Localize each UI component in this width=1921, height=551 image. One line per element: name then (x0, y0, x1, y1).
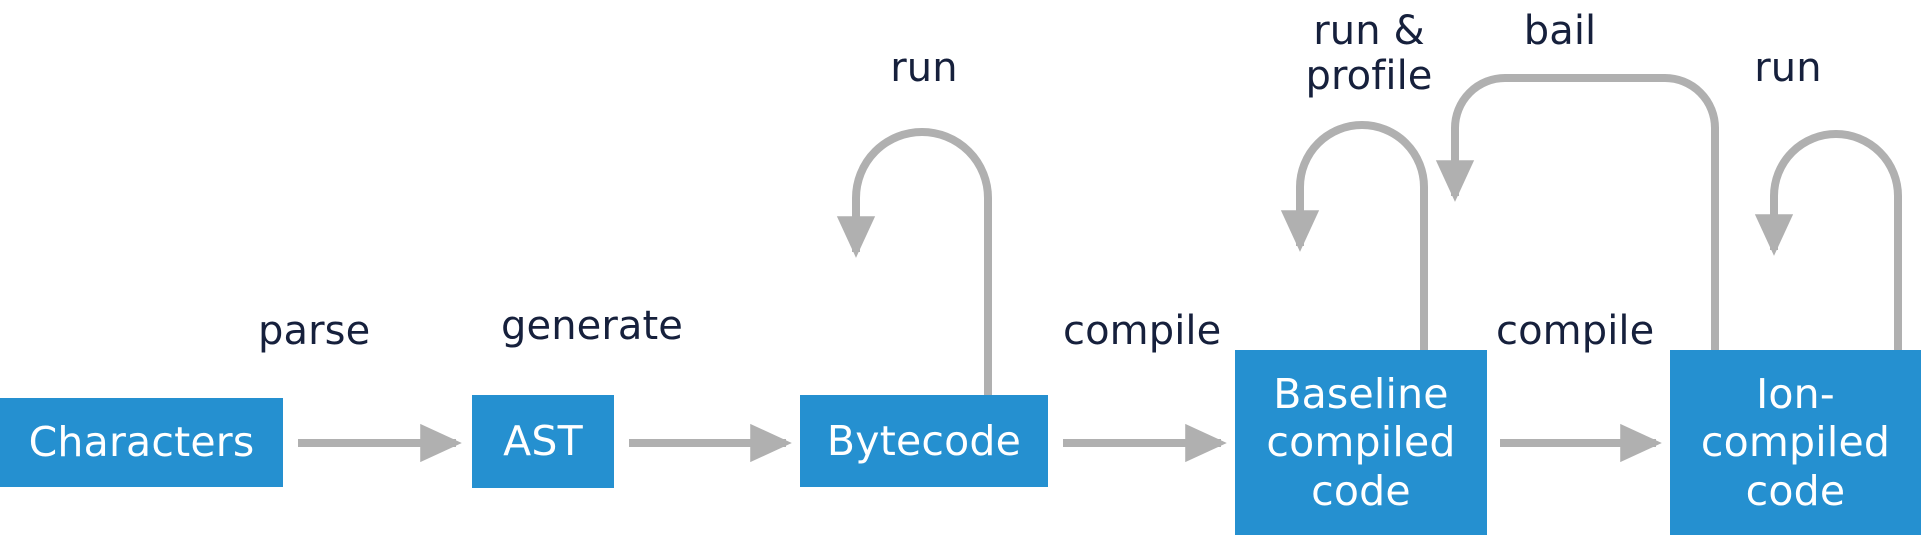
node-ion-compiled-code[interactable]: Ion- compiled code (1670, 350, 1921, 535)
edge-run-profile-arrow (1280, 121, 1428, 351)
edge-bail-arrow (1435, 74, 1719, 351)
node-baseline-compiled-code[interactable]: Baseline compiled code (1235, 350, 1487, 535)
edge-label-run-ion: run (1754, 45, 1822, 91)
edge-label-compile-ion: compile (1496, 308, 1655, 354)
node-bytecode-label: Bytecode (826, 416, 1022, 465)
node-ast-label: AST (503, 417, 583, 466)
node-ast[interactable]: AST (472, 395, 614, 488)
edge-label-generate: generate (501, 303, 684, 349)
edge-run-ion-arrow (1754, 130, 1902, 351)
edge-label-parse: parse (258, 308, 371, 354)
edge-label-run-and-profile: run & profile (1305, 8, 1433, 100)
node-baseline-label: Baseline compiled code (1266, 369, 1456, 515)
edge-label-run-bytecode: run (890, 45, 958, 91)
node-characters-label: Characters (28, 418, 255, 467)
node-bytecode[interactable]: Bytecode (800, 395, 1048, 487)
edge-label-bail: bail (1523, 8, 1597, 54)
edge-run-bytecode-arrow (836, 128, 992, 396)
edge-label-compile-baseline: compile (1063, 308, 1222, 354)
node-ion-label: Ion- compiled code (1700, 369, 1891, 515)
node-characters[interactable]: Characters (0, 398, 283, 487)
